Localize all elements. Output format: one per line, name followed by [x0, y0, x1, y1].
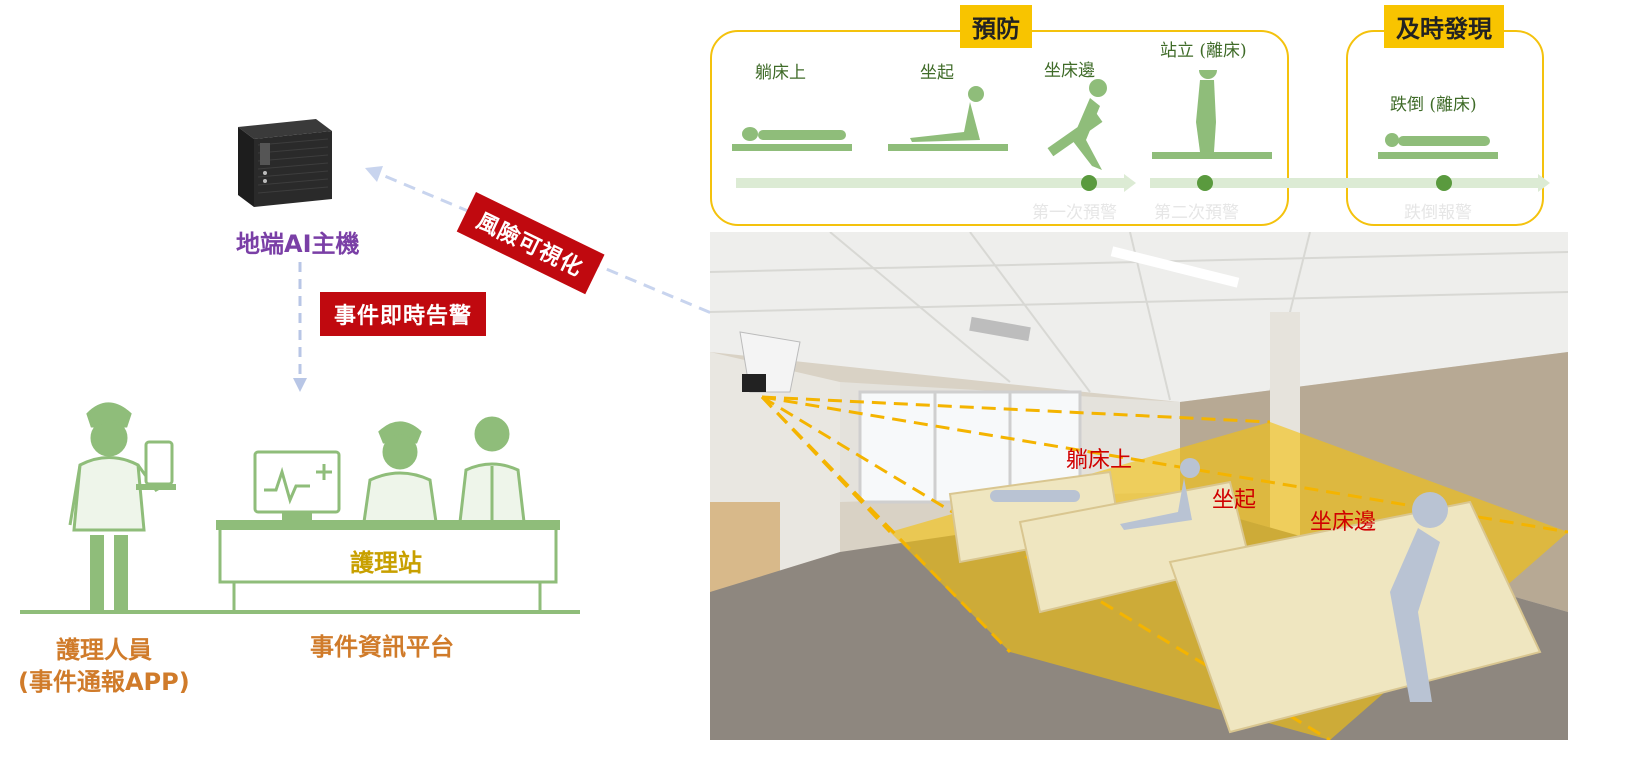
posture-label-bedside: 坐床邊 [1044, 61, 1095, 81]
nurse-with-phone-icon [68, 402, 176, 610]
staff-label-2: (事件通報APP) [18, 668, 190, 696]
host-label: 地端AI主機 [236, 230, 360, 258]
nurse-station-illustration [20, 416, 580, 614]
hospital-room-scene [710, 232, 1568, 740]
posture-label-fallen: 跌倒 (離床) [1390, 95, 1477, 115]
detect-title: 及時發現 [1384, 5, 1504, 48]
staff-label-1: 護理人員 [56, 636, 152, 664]
posture-figures [732, 70, 1550, 192]
alert-tag: 事件即時告警 [320, 292, 487, 336]
posture-label-sitting-up: 坐起 [920, 63, 954, 83]
scene-label-sitting-up: 坐起 [1212, 488, 1257, 513]
prevent-title: 預防 [960, 5, 1032, 48]
posture-label-standing: 站立 (離床) [1160, 41, 1247, 61]
room-illustration [710, 232, 1568, 740]
alert-arrow [293, 262, 307, 392]
stage-label-fall: 跌倒報警 [1404, 203, 1472, 223]
scene-label-bedside: 坐床邊 [1310, 510, 1377, 535]
scene-label-lying: 躺床上 [1066, 448, 1133, 473]
station-label: 護理站 [350, 549, 422, 577]
stage-label-first: 第一次預警 [1032, 203, 1117, 223]
edge-ai-host [228, 115, 338, 210]
posture-label-lying: 躺床上 [755, 63, 806, 83]
server-icon [238, 119, 332, 207]
stage-label-second: 第二次預警 [1154, 203, 1239, 223]
platform-label: 事件資訊平台 [310, 633, 454, 661]
